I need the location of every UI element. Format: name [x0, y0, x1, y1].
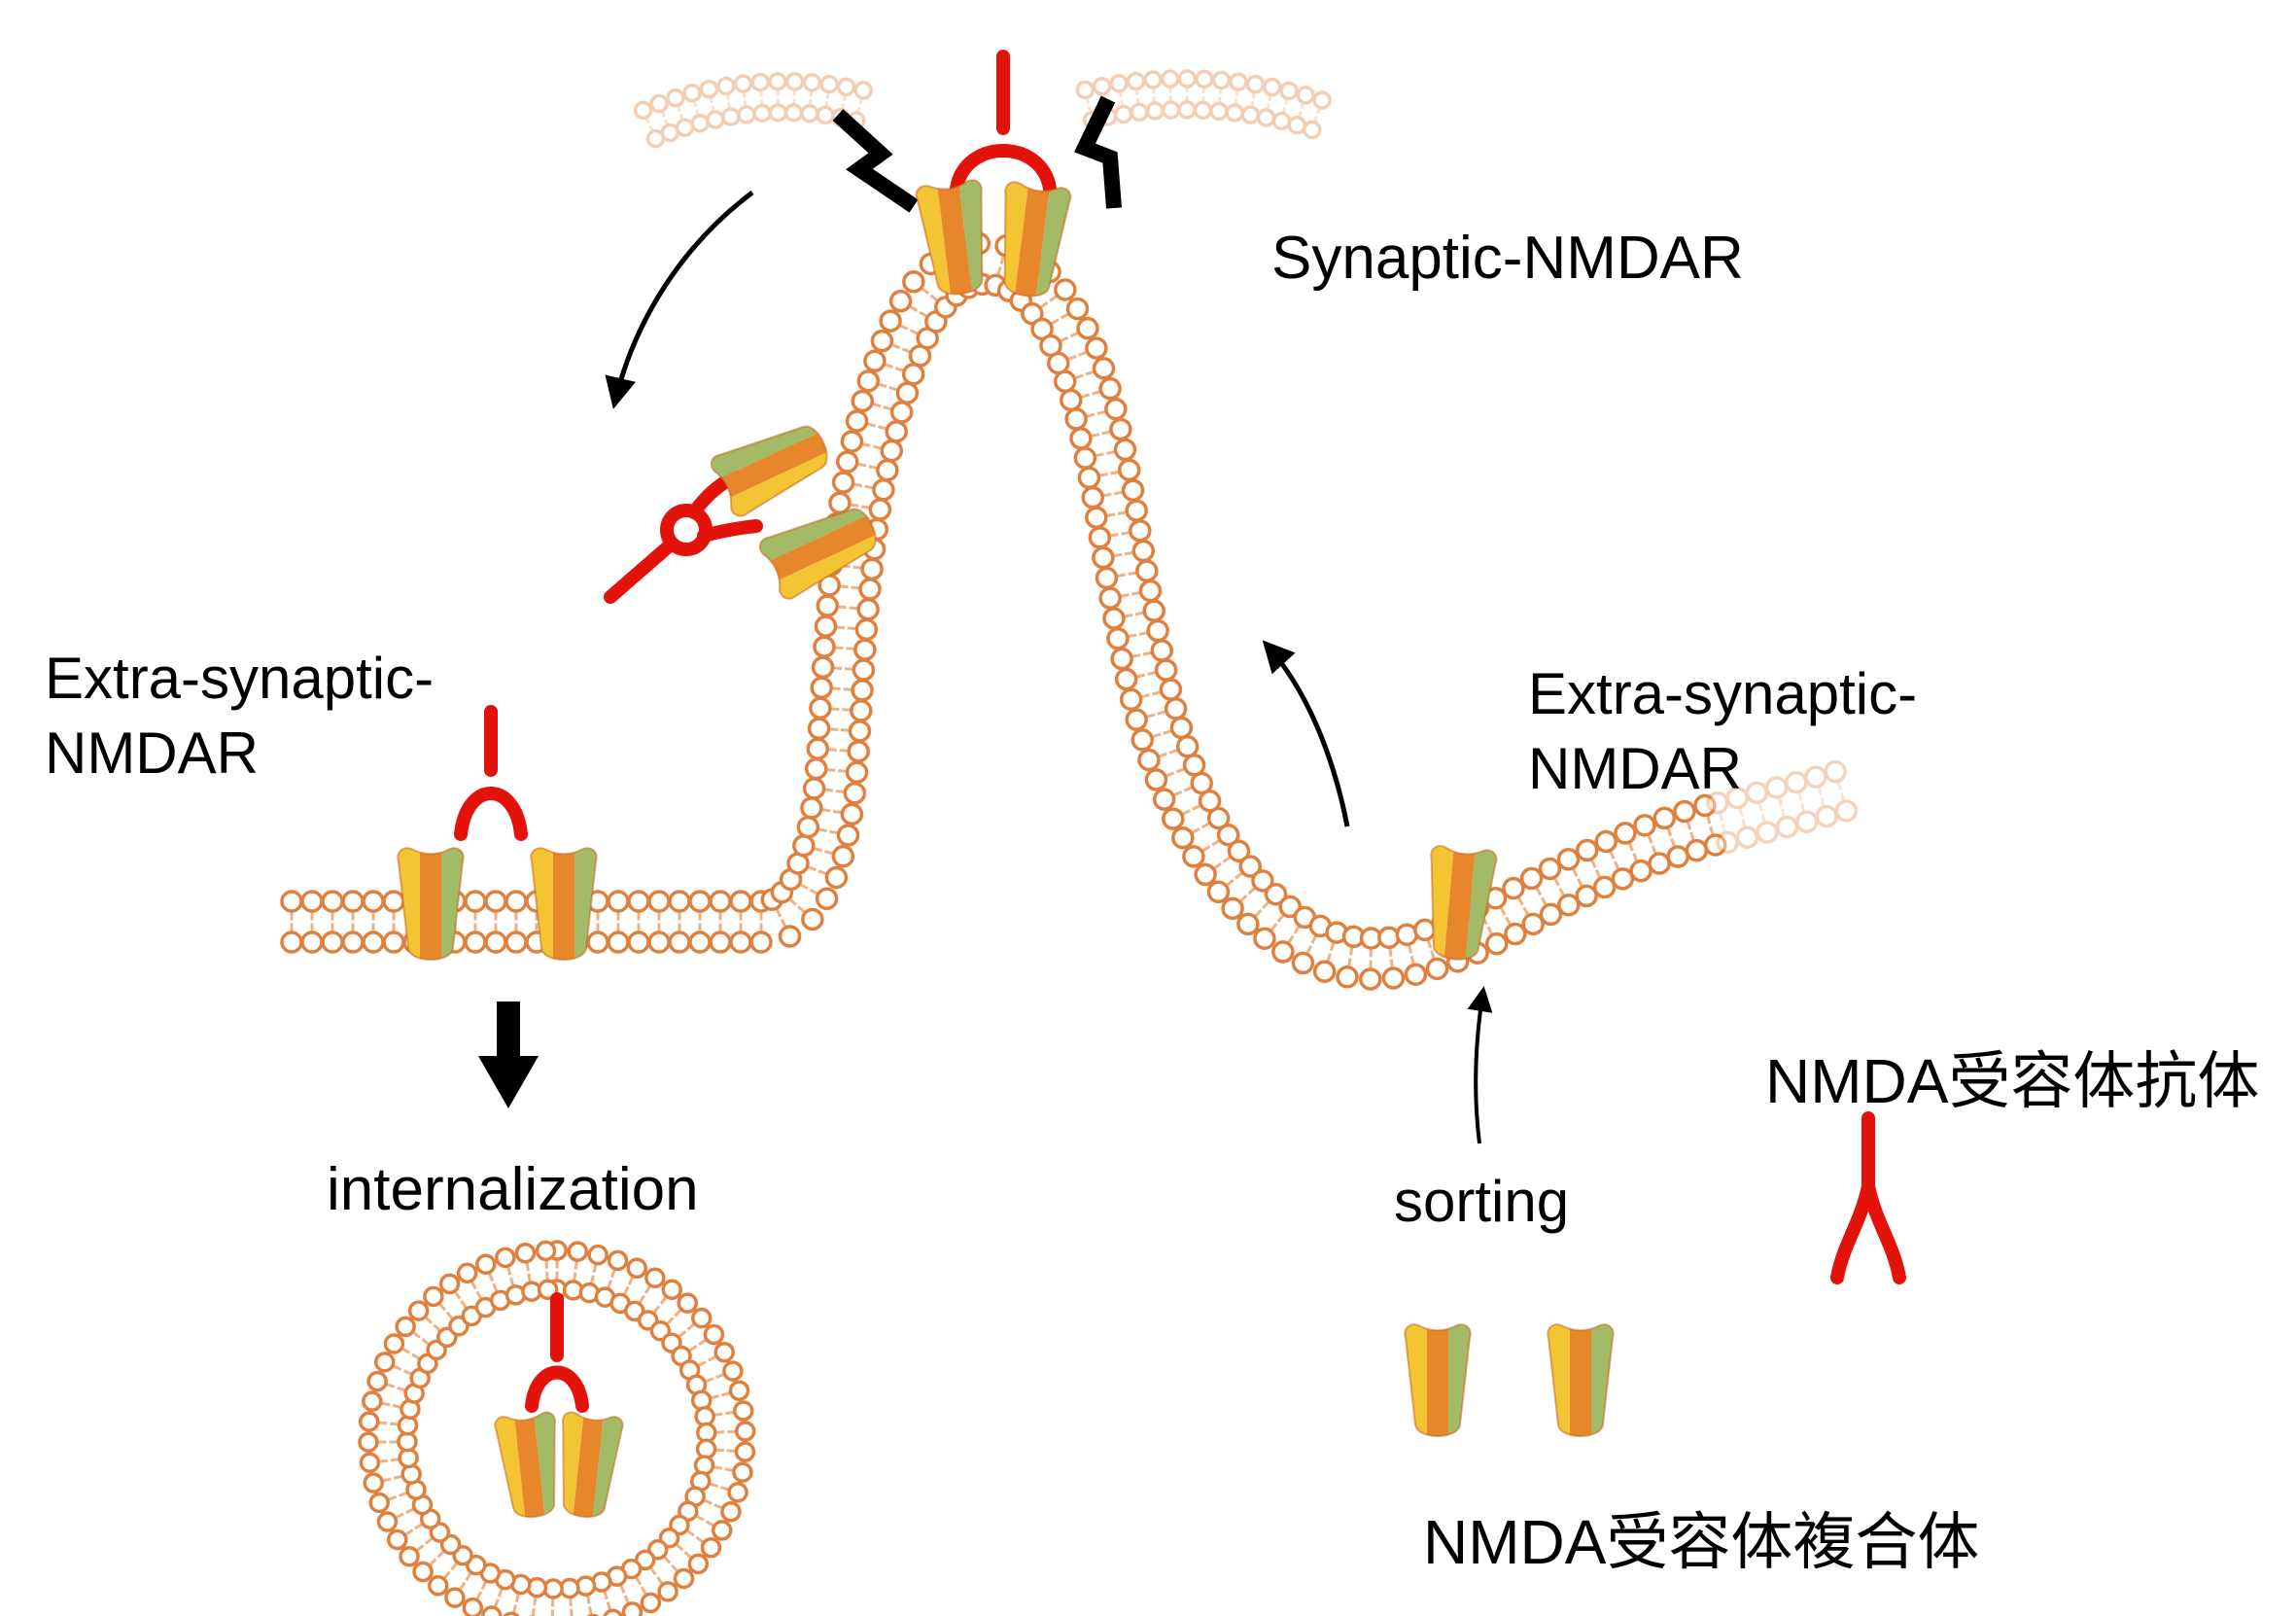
membrane-faded-end: [1706, 759, 1859, 855]
arrow-sorting: [1467, 986, 1493, 1144]
nmda-receptor-icon: [1547, 1323, 1615, 1437]
label-extra-synaptic-right: Extra-synaptic- NMDAR: [1528, 657, 1917, 807]
postsynaptic-membrane: [280, 231, 1727, 991]
nmda-receptor-icon: [552, 1411, 624, 1521]
anchor-bolts-layer: [832, 95, 1122, 213]
vesicle-membrane: [358, 1240, 756, 1616]
label-extra-synaptic-left-line2: NMDAR: [45, 720, 259, 786]
presynaptic-strip-right: [1075, 69, 1332, 140]
label-synaptic-nmdar: Synaptic-NMDAR: [1271, 225, 1744, 292]
label-nmda-complex-jp: NMDA受容体複合体: [1423, 1507, 1980, 1577]
label-extra-synaptic-right-line2: NMDAR: [1528, 735, 1742, 801]
anchor-bolt-icon: [832, 109, 919, 213]
internalization-arrow: [478, 1001, 539, 1108]
antibody-vesicle-icon: [525, 1292, 589, 1413]
label-internalization: internalization: [327, 1156, 699, 1223]
receptors-layer: [397, 179, 1615, 1521]
nmda-receptor-icon: [708, 412, 838, 519]
label-extra-synaptic-left: Extra-synaptic- NMDAR: [45, 642, 434, 791]
label-extra-synaptic-left-line1: Extra-synaptic-: [45, 646, 435, 711]
antibody-extrasynaptic-icon: [454, 705, 528, 841]
anchor-bolt-icon: [1074, 95, 1122, 209]
antibodies-layer: [454, 50, 1906, 1413]
nmda-receptor-icon: [494, 1411, 566, 1521]
antibody-legend-icon: [1830, 1111, 1906, 1284]
presynaptic-strip-left: [633, 72, 873, 149]
label-extra-synaptic-right-line1: Extra-synaptic-: [1528, 661, 1918, 726]
membranes-layer: [280, 69, 1859, 1616]
label-sorting: sorting: [1394, 1169, 1570, 1234]
arrows-layer: [478, 191, 1493, 1144]
label-nmda-antibody-jp: NMDA受容体抗体: [1765, 1046, 2260, 1116]
antibody-synaptic-icon: [950, 50, 1057, 195]
arrow-to-extrasynaptic: [605, 191, 754, 409]
arrow-lateral-return: [1262, 640, 1350, 827]
nmda-receptor-icon: [1404, 1323, 1472, 1437]
